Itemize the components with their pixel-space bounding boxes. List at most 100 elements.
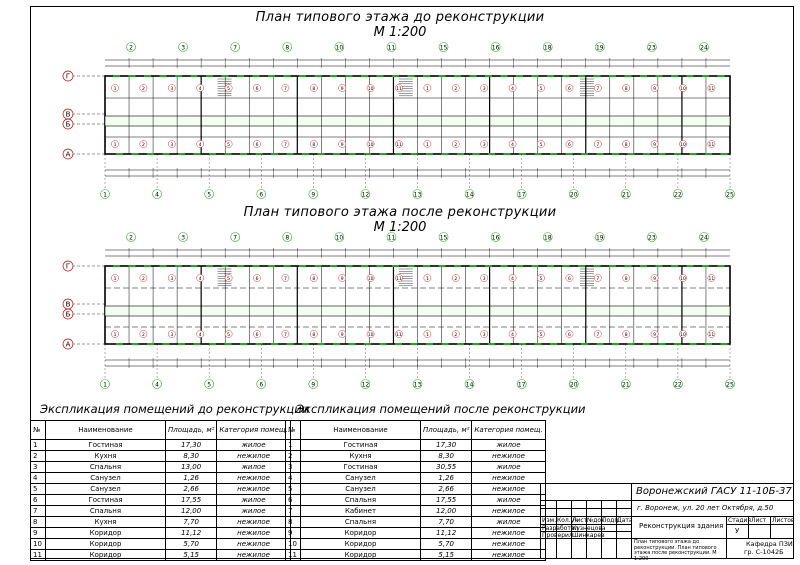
window (128, 75, 136, 77)
window (578, 75, 585, 77)
cell-category: жилое (471, 494, 546, 506)
axis-number: 5 (207, 382, 211, 389)
window (609, 265, 616, 267)
room-number: 5 (227, 332, 230, 338)
room-number-bubble (139, 330, 148, 338)
cell-num: 4 (30, 472, 46, 484)
cell-num: 8 (30, 516, 46, 528)
cell-area: 2,66 (164, 483, 218, 495)
room-number-bubble (537, 274, 545, 282)
room-number-bubble (139, 84, 148, 92)
room-number: 4 (199, 276, 202, 282)
room-number-bubble (423, 84, 432, 92)
cell-area: 17,55 (419, 494, 473, 506)
cell-area: 5,15 (164, 549, 218, 561)
axis-number: 10 (336, 235, 344, 242)
cell-category: жилое (471, 461, 546, 473)
room-number: 10 (680, 142, 686, 148)
axis-bubble (386, 232, 397, 242)
room-number-bubble (451, 84, 460, 92)
cell-name: Кухня (45, 516, 166, 528)
room-number: 10 (680, 332, 686, 338)
window (286, 343, 294, 345)
axis-number: 14 (466, 192, 474, 199)
window (454, 265, 461, 267)
axis-number: 11 (388, 45, 396, 52)
cell-category: нежилое (471, 505, 546, 517)
room-number: 11 (709, 276, 715, 282)
window (283, 75, 291, 77)
window (330, 75, 337, 77)
room-number: 10 (368, 86, 374, 92)
room-number: 5 (540, 142, 543, 148)
room-number: 6 (256, 332, 259, 338)
sheet-description: План типового этажа до реконструкции. Пл… (634, 539, 717, 562)
axis-bubble (464, 189, 475, 199)
window (175, 265, 182, 267)
cell-num: 7 (30, 505, 46, 517)
window (624, 265, 632, 267)
axis-bubble (256, 189, 267, 199)
room-number: 8 (625, 332, 628, 338)
room-number: 7 (284, 86, 287, 92)
room-number-bubble (196, 140, 205, 148)
room-number: 11 (709, 86, 715, 92)
axis-number: 7 (233, 235, 237, 242)
window (702, 265, 709, 267)
room-number-bubble (111, 274, 119, 282)
axis-letter: Г (66, 263, 70, 271)
axis-bubble (256, 379, 267, 389)
axis-number: 19 (596, 45, 604, 52)
axis-bubble (673, 189, 683, 199)
window (376, 75, 384, 77)
window (333, 343, 340, 345)
axis-number: 14 (466, 382, 474, 389)
axis-bubble (100, 189, 110, 199)
cell-area: 8,30 (164, 450, 218, 462)
axis-number: 12 (362, 382, 370, 389)
cell-name: Коридор (300, 538, 421, 550)
window (221, 75, 229, 77)
col-podp: Подп. (602, 517, 621, 524)
room-number: 1 (114, 86, 117, 92)
axis-bubble (126, 42, 136, 52)
axis-bubble (334, 42, 345, 52)
cell-num: 9 (285, 527, 301, 539)
cell-num: 5 (30, 483, 46, 495)
axis-number: 8 (285, 45, 289, 52)
stage-label: Стадия (728, 517, 752, 524)
room-number: 1 (114, 332, 117, 338)
table-header-row: № Наименование Площадь, м² Категория пом… (30, 420, 291, 440)
table-before-caption: Экспликация помещений до реконструкции (40, 402, 310, 416)
window (562, 75, 570, 77)
axis-number: 1 (103, 382, 107, 389)
axis-number: 24 (700, 45, 708, 52)
room-number: 11 (709, 142, 715, 148)
room-number: 10 (680, 276, 686, 282)
room-number-bubble (366, 330, 375, 338)
window (190, 265, 198, 267)
cell-category: нежилое (471, 538, 546, 550)
room-number: 6 (568, 332, 571, 338)
window (271, 343, 278, 345)
window (159, 75, 167, 77)
window (640, 75, 647, 77)
room-number-bubble (508, 274, 517, 282)
axis-letter: А (66, 151, 71, 159)
cell-num: 10 (30, 538, 46, 550)
window (268, 265, 275, 267)
window (438, 265, 446, 267)
window (671, 75, 678, 77)
room-number-bubble (309, 140, 318, 148)
axis-bubble (62, 260, 74, 272)
window (469, 75, 477, 77)
window (364, 343, 371, 345)
room-number-bubble (537, 84, 545, 92)
cell-num: 1 (285, 439, 301, 451)
window (503, 343, 511, 345)
